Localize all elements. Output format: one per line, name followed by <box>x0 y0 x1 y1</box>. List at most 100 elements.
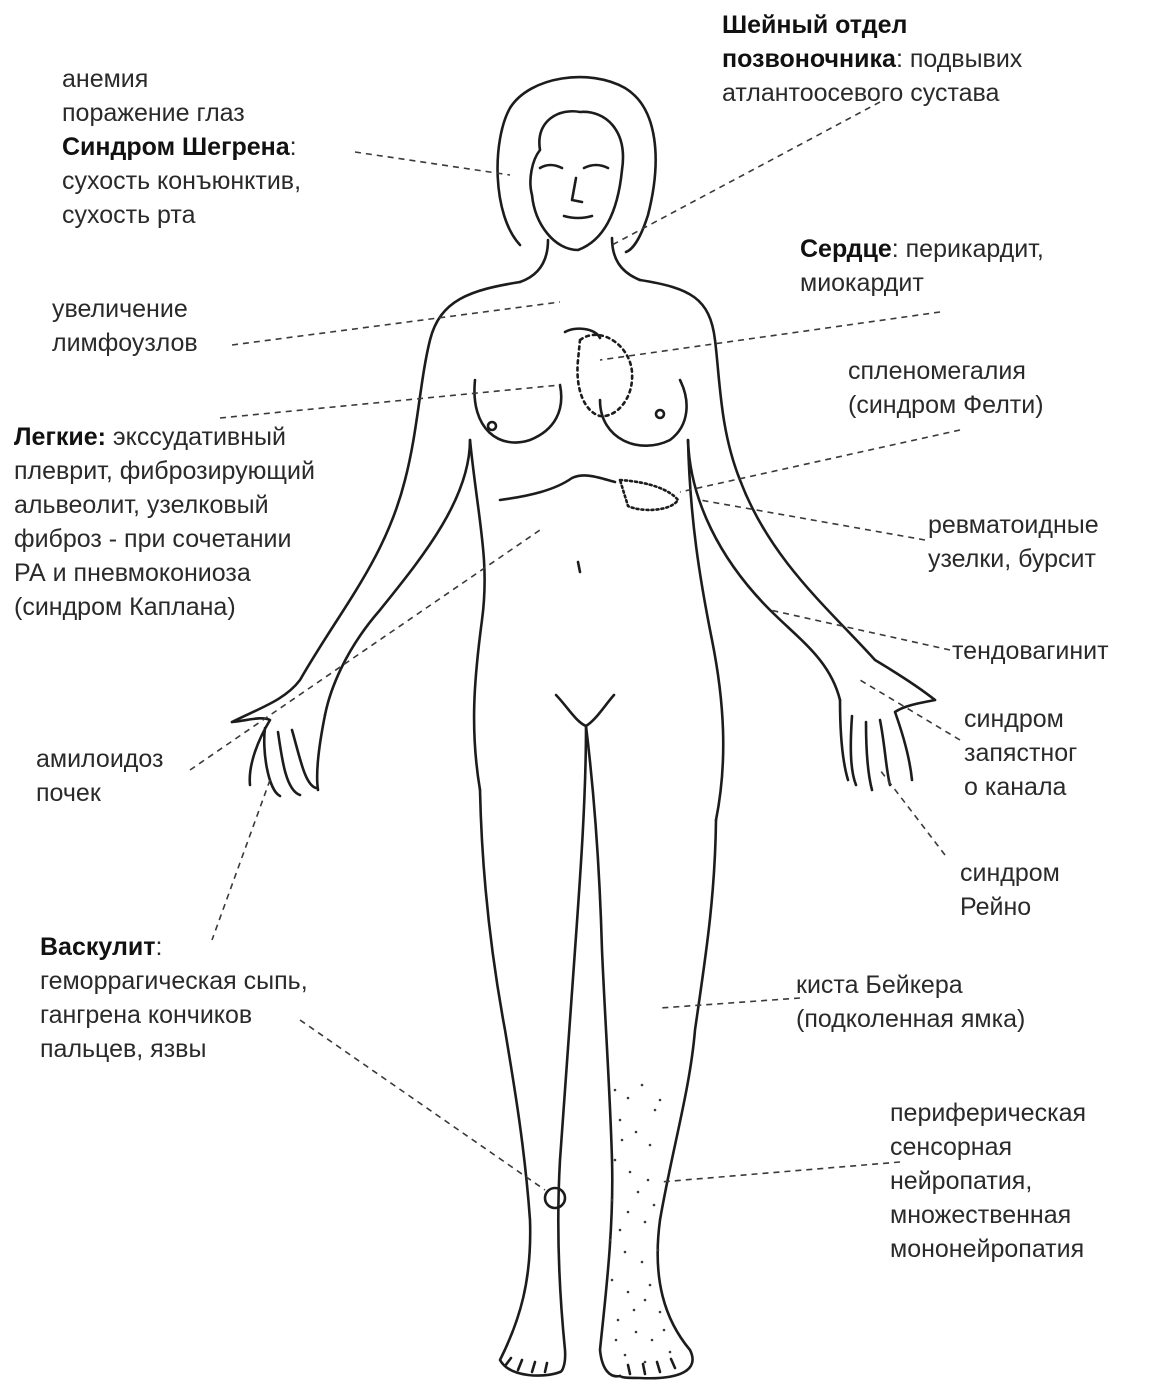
right-arm-inner <box>688 440 840 700</box>
neuropathy-stipple <box>609 1084 672 1364</box>
label-vasculitis-line4: пальцев, язвы <box>40 1032 308 1066</box>
label-neuropathy-line2: сенсорная <box>890 1130 1086 1164</box>
leader-heart <box>600 312 940 360</box>
label-lungs-line4: фиброз - при сочетании <box>14 522 315 556</box>
label-vasculitis-title: Васкулит <box>40 933 155 961</box>
label-rheum-group: ревматоидные узелки, бурсит <box>928 508 1099 576</box>
label-raynaud-line2: Рейно <box>960 890 1060 924</box>
label-anemia-group: анемия поражение глаз Синдром Шегрена: с… <box>62 62 301 232</box>
label-carpal-line1: синдром <box>964 702 1077 736</box>
leader-sjogren <box>355 152 510 175</box>
groin <box>556 695 614 726</box>
label-baker-line2: (подколенная ямка) <box>796 1002 1025 1036</box>
heart-outline <box>565 329 600 338</box>
nose <box>572 178 582 202</box>
label-neck-line3: атлантоосевого сустава <box>722 76 1022 110</box>
label-raynaud-line1: синдром <box>960 856 1060 890</box>
label-heart-group: Сердце: перикардит, миокардит <box>800 232 1044 300</box>
label-sjogren-colon: : <box>290 133 297 161</box>
label-neck-line1: Шейный отдел <box>722 8 1022 42</box>
label-lymph-line1: увеличение <box>52 292 198 326</box>
label-neuropathy-line1: периферическая <box>890 1096 1086 1130</box>
label-spleen-line2: (синдром Фелти) <box>848 388 1044 422</box>
label-lungs-line2: плеврит, фиброзирующий <box>14 454 315 488</box>
label-baker-group: киста Бейкера (подколенная ямка) <box>796 968 1025 1036</box>
label-neck-group: Шейный отдел позвоночника: подвывих атла… <box>722 8 1022 110</box>
label-sjogren-title: Синдром Шегрена <box>62 133 290 161</box>
right-leg-outer <box>620 820 716 1378</box>
leader-baker <box>660 998 800 1008</box>
nipple-left <box>488 422 496 430</box>
leader-neuro <box>660 1162 900 1182</box>
label-spleen-group: спленомегалия (синдром Фелти) <box>848 354 1044 422</box>
nipple-right <box>656 410 664 418</box>
torso-right <box>688 440 723 820</box>
leader-carpal <box>860 680 960 740</box>
label-rheum-line1: ревматоидные <box>928 508 1099 542</box>
eye-left <box>540 165 562 168</box>
label-lymph-line2: лимфоузлов <box>52 326 198 360</box>
label-tendo-group: тендовагинит <box>952 634 1109 668</box>
label-carpal-line3: о канала <box>964 770 1077 804</box>
left-leg-inner <box>558 726 586 1372</box>
right-foot-toes <box>628 1359 675 1374</box>
leader-neck <box>612 102 880 245</box>
label-lungs-text1: экссудативный <box>106 423 286 451</box>
leader-raynaud <box>880 770 945 855</box>
rib-line <box>500 475 615 500</box>
label-neck-text1: : подвывих <box>896 45 1022 73</box>
label-anemia: анемия <box>62 62 301 96</box>
label-sjogren-line3: сухость рта <box>62 198 301 232</box>
navel <box>578 562 580 572</box>
label-amyloid-line1: амилоидоз <box>36 742 163 776</box>
ulcer-mark <box>545 1188 565 1208</box>
left-hand <box>232 715 325 796</box>
spleen-drawing <box>620 480 678 510</box>
label-baker-line1: киста Бейкера <box>796 968 1025 1002</box>
label-neck-title2: позвоночника <box>722 45 896 73</box>
label-heart-text1: : перикардит, <box>892 235 1044 263</box>
label-lungs-line3: альвеолит, узелковый <box>14 488 315 522</box>
label-raynaud-group: синдром Рейно <box>960 856 1060 924</box>
label-vasculitis-line3: гангрена кончиков <box>40 998 308 1032</box>
label-heart-line2: миокардит <box>800 266 1044 300</box>
leader-lungs <box>220 385 560 418</box>
leader-spleen <box>680 430 960 492</box>
label-rheum-line2: узелки, бурсит <box>928 542 1099 576</box>
label-lungs-line5: РА и пневмокониоза <box>14 556 315 590</box>
label-vasculitis-line2: геморрагическая сыпь, <box>40 964 308 998</box>
label-vasculitis-line1: Васкулит: <box>40 930 308 964</box>
left-leg-outer <box>480 790 560 1376</box>
label-lungs-line1: Легкие: экссудативный <box>14 420 315 454</box>
label-lymph-group: увеличение лимфоузлов <box>52 292 198 360</box>
label-sjogren-line2: сухость конъюнктив, <box>62 164 301 198</box>
label-lungs-group: Легкие: экссудативный плеврит, фиброзиру… <box>14 420 315 624</box>
leader-rheum <box>700 500 925 540</box>
label-neuropathy-group: периферическая сенсорная нейропатия, мно… <box>890 1096 1086 1266</box>
label-eye-damage: поражение глаз <box>62 96 301 130</box>
label-carpal-group: синдром запястног о канала <box>964 702 1077 804</box>
mouth <box>564 216 592 218</box>
label-amyloid-line2: почек <box>36 776 163 810</box>
label-neuropathy-line5: мононейропатия <box>890 1232 1086 1266</box>
label-vasculitis-group: Васкулит: геморрагическая сыпь, гангрена… <box>40 930 308 1066</box>
label-neck-line2: позвоночника: подвывих <box>722 42 1022 76</box>
label-amyloid-group: амилоидоз почек <box>36 742 163 810</box>
right-leg-inner <box>586 726 620 1376</box>
label-sjogren: Синдром Шегрена: <box>62 130 301 164</box>
leader-vasculitis-1 <box>212 780 270 940</box>
neck-left <box>520 240 548 282</box>
label-heart-title: Сердце <box>800 235 892 263</box>
right-hand <box>840 700 935 790</box>
leader-lymph <box>232 302 560 345</box>
left-arm-inner <box>325 440 470 715</box>
heart-drawing <box>577 335 632 416</box>
label-neuropathy-line4: множественная <box>890 1198 1086 1232</box>
label-vasculitis-colon: : <box>155 933 162 961</box>
eye-right <box>584 165 608 168</box>
label-neuropathy-line3: нейропатия, <box>890 1164 1086 1198</box>
label-spleen-line1: спленомегалия <box>848 354 1044 388</box>
label-neck-title1: Шейный отдел <box>722 11 907 39</box>
label-tendovaginitis: тендовагинит <box>952 634 1109 668</box>
label-carpal-line2: запястног <box>964 736 1077 770</box>
